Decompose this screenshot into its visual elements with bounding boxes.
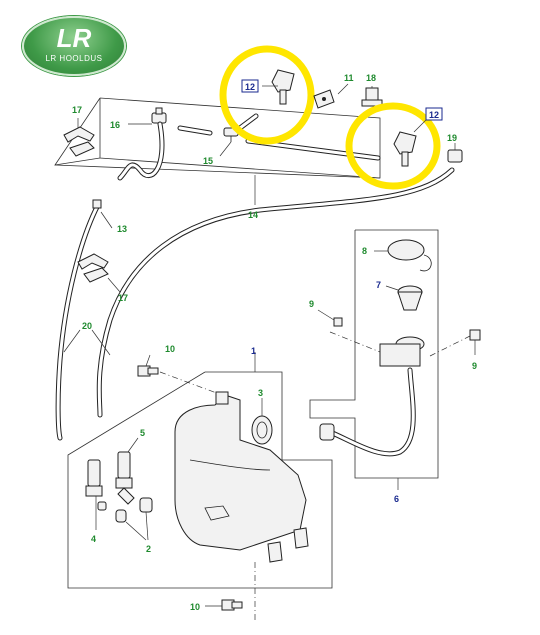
- callout-18: 18: [366, 73, 376, 83]
- bolt-10-lower: [205, 599, 243, 611]
- bolt-9-left: [317, 309, 381, 353]
- callout-17-middle: 17: [118, 293, 128, 303]
- callout-11: 11: [344, 73, 354, 83]
- long-hose-20: [55, 202, 101, 441]
- filler-cap-8: [374, 239, 432, 272]
- bolt-9-right: [429, 329, 481, 357]
- callout-3: 3: [258, 388, 263, 398]
- callout-7: 7: [376, 280, 381, 290]
- reservoir-frame: [67, 371, 333, 589]
- callout-10-lower: 10: [190, 602, 200, 612]
- callout-17-top: 17: [72, 105, 82, 115]
- callout-12-right: 12: [429, 110, 439, 120]
- washer-nozzle-12-left: [262, 69, 295, 105]
- callout-12-right-box: [425, 107, 443, 121]
- filler-neck-6: [319, 336, 425, 457]
- bolt-10-upper: [137, 354, 223, 396]
- callout-8: 8: [362, 246, 367, 256]
- clip-17-top: [63, 118, 95, 157]
- callout-12-left-box: [241, 79, 259, 93]
- callout-15: 15: [203, 156, 213, 166]
- filler-neck-frame: [309, 229, 439, 479]
- callout-1: 1: [251, 346, 256, 356]
- long-hose-14: [96, 167, 455, 418]
- connector-19: [447, 143, 463, 163]
- callout-16: 16: [110, 120, 120, 130]
- filler-strainer-7: [385, 285, 423, 311]
- callout-6: 6: [394, 494, 399, 504]
- washer-pump-5: [115, 437, 139, 505]
- washer-reservoir-1: [174, 391, 309, 563]
- pump-seals-2: [97, 497, 153, 541]
- logo-sub-text: LR HOOLDUS: [45, 54, 103, 63]
- connector-13: [92, 199, 113, 229]
- lr-hooldus-logo: LR LR HOOLDUS: [22, 16, 126, 76]
- washer-pump-4: [85, 459, 103, 530]
- callout-9-left: 9: [309, 299, 314, 309]
- washer-nozzle-12-right: [393, 119, 427, 167]
- hose-kit-frame: [99, 97, 381, 179]
- check-valve-16: [117, 107, 167, 181]
- callout-4: 4: [91, 534, 96, 544]
- t-connector-15: [219, 127, 239, 157]
- logo-main-text: LR: [56, 23, 92, 53]
- callout-9-right: 9: [472, 361, 477, 371]
- callout-2: 2: [146, 544, 151, 554]
- grommet-3: [251, 398, 273, 445]
- hose-segment: [177, 113, 259, 136]
- callout-20: 20: [82, 321, 92, 331]
- callout-12-left: 12: [245, 82, 255, 92]
- highlight-nozzle-12-right: [345, 102, 441, 190]
- clip-17-middle: [77, 253, 121, 293]
- clip-18: [361, 86, 383, 107]
- washer-jet-11: [313, 83, 349, 109]
- callout-14: 14: [248, 210, 258, 220]
- callout-19: 19: [447, 133, 457, 143]
- highlight-nozzle-12-left: [219, 45, 315, 145]
- callout-5: 5: [140, 428, 145, 438]
- callout-13: 13: [117, 224, 127, 234]
- callout-10-upper: 10: [165, 344, 175, 354]
